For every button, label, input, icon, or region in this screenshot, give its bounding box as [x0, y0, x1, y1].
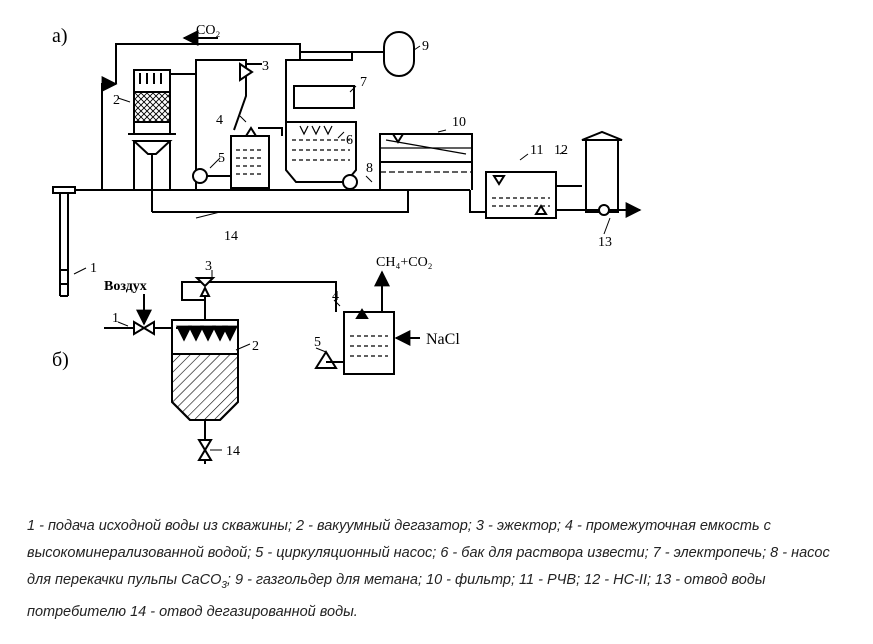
circulation-line-b	[314, 350, 344, 369]
vacuum-degasser-b-2	[171, 319, 239, 421]
degassing-scheme-diagram: а)	[52, 23, 642, 464]
label-a-9: 9	[422, 39, 429, 54]
electric-furnace-7	[293, 85, 355, 109]
label-a-14: 14	[224, 229, 238, 244]
label-a-8: 8	[366, 161, 373, 176]
label-a-13: 13	[598, 235, 612, 250]
intermediate-tank-b-4	[343, 308, 395, 375]
main-supply-line	[75, 189, 490, 213]
ejector-b-3	[194, 277, 216, 297]
label-a-3: 3	[262, 59, 269, 74]
caption-part-2: ; 9 - газгольдер для метана; 10 - фильтр…	[27, 572, 766, 620]
drain-valve-14	[197, 439, 213, 461]
label-b-3: 3	[205, 259, 212, 274]
co2-gas-line	[115, 43, 322, 84]
ejector-3	[239, 62, 262, 82]
label-a-11: 11	[530, 143, 543, 158]
label-a-4: 4	[216, 113, 223, 128]
label-a-6: 6	[346, 133, 353, 148]
well-1	[52, 186, 76, 297]
pump-station-12	[581, 130, 623, 213]
label-b-5: 5	[314, 335, 321, 350]
label-b-2: 2	[252, 339, 259, 354]
panel-a-label: а)	[52, 25, 68, 47]
clean-water-reservoir-11	[485, 171, 557, 219]
panel-b-label: б)	[52, 349, 69, 371]
air-label: Воздух	[104, 279, 147, 294]
label-b-4: 4	[332, 289, 339, 304]
label-b-14: 14	[226, 444, 240, 459]
lime-tank-6	[285, 121, 357, 183]
caption-subscript: 3	[221, 579, 227, 591]
label-a-1: 1	[90, 261, 97, 276]
vacuum-degasser-2	[128, 69, 176, 212]
label-a-7: 7	[360, 75, 367, 90]
gas-out-label: CH₄+CO₂	[376, 255, 433, 270]
label-a-2: 2	[113, 93, 120, 108]
co2-label: CO₂	[196, 23, 220, 38]
label-a-5: 5	[218, 151, 225, 166]
well-feed-to-top	[101, 76, 118, 190]
label-a-12: 12	[554, 143, 568, 158]
intermediate-tank-4	[230, 126, 270, 189]
circulation-pump-5	[192, 168, 208, 184]
diagram-caption: 1 - подача исходной воды из скважины; 2 …	[27, 513, 857, 626]
filter-10	[379, 133, 473, 190]
label-a-10: 10	[452, 115, 466, 130]
caption-part-1: 1 - подача исходной воды из скважины; 2 …	[27, 518, 830, 588]
nacl-label: NaCl	[426, 331, 460, 348]
gasholder-9	[383, 31, 415, 77]
degassed-water-line-14	[152, 190, 409, 213]
label-b-1: 1	[112, 311, 119, 326]
slurry-pump-8	[342, 174, 358, 190]
